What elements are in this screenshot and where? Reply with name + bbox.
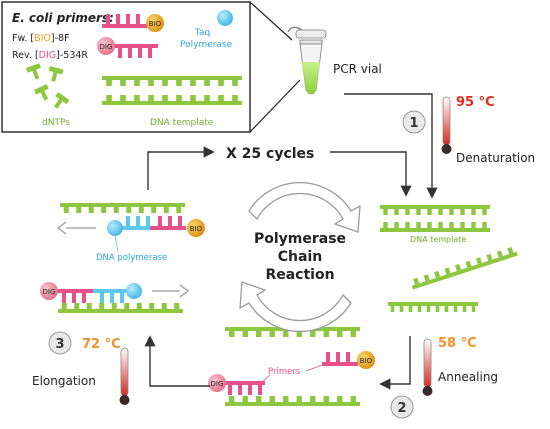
elongation-top-dna: BIO — [60, 203, 205, 237]
step-1-temperature: 95 °C — [456, 95, 495, 110]
step-3-temperature: 72 °C — [82, 337, 121, 352]
dna-polymerase-label: DNA polymerase — [96, 253, 167, 263]
dntps-label: dNTPs — [42, 118, 70, 128]
top-polymerase-icon — [107, 220, 123, 236]
annealing-arrow — [379, 336, 411, 390]
taq-polymerase-icon — [217, 10, 233, 26]
dig-icon — [97, 37, 115, 55]
legend-rev-primer: Rev. [DIG]-534R — [12, 50, 88, 61]
center-label-chain: Chain — [278, 249, 322, 265]
legend-box: E. coli primers: Fw. [BIO]-8F Rev. [DIG]… — [1, 1, 251, 133]
rev-suffix: ]-534R — [56, 50, 88, 61]
rev-prefix: Rev. [ — [12, 50, 39, 61]
elongation-bottom-dna: DIG — [40, 282, 183, 313]
elongation-dig-label: DIG — [43, 288, 56, 296]
bottom-polymerase-icon — [126, 283, 142, 299]
zoom-line-bottom — [249, 79, 301, 133]
legend-fw-primer: Fw. [BIO]-8F — [12, 33, 70, 44]
step-3-marker: 3 — [48, 331, 72, 355]
elongation-bio-label: BIO — [190, 225, 203, 233]
step-3-name: Elongation — [32, 374, 96, 388]
denatured-dna-template — [380, 205, 490, 232]
step-1-marker: 1 — [402, 110, 426, 134]
cycle-left-arrow — [147, 146, 215, 190]
bio-tag-label: BIO — [149, 20, 162, 28]
annealing-dig-label: DIG — [211, 380, 224, 388]
pcr-vial-icon — [287, 26, 327, 95]
annealing-bio-label: BIO — [360, 357, 373, 365]
elongation-left-arrow — [56, 221, 96, 235]
elongation-dig-icon — [40, 282, 58, 300]
dig-tag-label: DIG — [100, 43, 113, 51]
center-label-polymerase: Polymerase — [254, 231, 346, 247]
step-2-marker: 2 — [390, 395, 414, 419]
elongation-bio-icon — [187, 219, 205, 237]
step-1-number: 1 — [409, 116, 418, 131]
taq-label: Taq — [194, 28, 210, 38]
thermometer-72-icon — [119, 347, 130, 405]
dna-template-label: DNA template — [410, 235, 466, 244]
cycle-circle-icon — [239, 182, 361, 332]
fw-tag: BIO — [34, 33, 51, 44]
legend-bio-primer: BIO — [102, 14, 164, 32]
primers-label: Primers — [268, 367, 301, 377]
annealing-to-elongation-arrow — [144, 335, 210, 387]
vial-to-denaturation-arrow — [344, 93, 438, 199]
step-2-name: Annealing — [438, 370, 498, 384]
step-3-number: 3 — [55, 337, 64, 352]
step-1-name: Denaturation — [456, 151, 535, 165]
thermometer-58-icon — [422, 338, 433, 396]
pcr-vial-label: PCR vial — [333, 62, 382, 76]
center-label-reaction: Reaction — [265, 267, 334, 283]
fw-prefix: Fw. [ — [12, 33, 34, 44]
legend-title: E. coli primers: — [12, 11, 114, 25]
separating-strands — [388, 246, 518, 312]
annealing-dna: BIO DIG — [208, 327, 375, 406]
fw-suffix: ]-8F — [51, 33, 70, 44]
cycles-label: X 25 cycles — [226, 146, 314, 162]
rev-tag: DIG — [39, 50, 56, 61]
polymerase-pointer — [114, 235, 119, 253]
annealing-bio-icon — [357, 351, 375, 369]
step-2-temperature: 58 °C — [438, 336, 477, 351]
polymerase-label: Polymerase — [180, 40, 233, 50]
annealing-dig-icon — [208, 374, 226, 392]
zoom-line-top — [249, 1, 293, 41]
thermometer-95-icon — [441, 96, 452, 154]
step-2-number: 2 — [397, 401, 406, 416]
bio-icon — [146, 14, 164, 32]
legend-template-label: DNA template — [150, 118, 214, 128]
elongation-right-arrow — [152, 284, 190, 298]
legend-dig-primer: DIG — [97, 37, 158, 58]
cycle-right-arrow — [330, 151, 412, 197]
